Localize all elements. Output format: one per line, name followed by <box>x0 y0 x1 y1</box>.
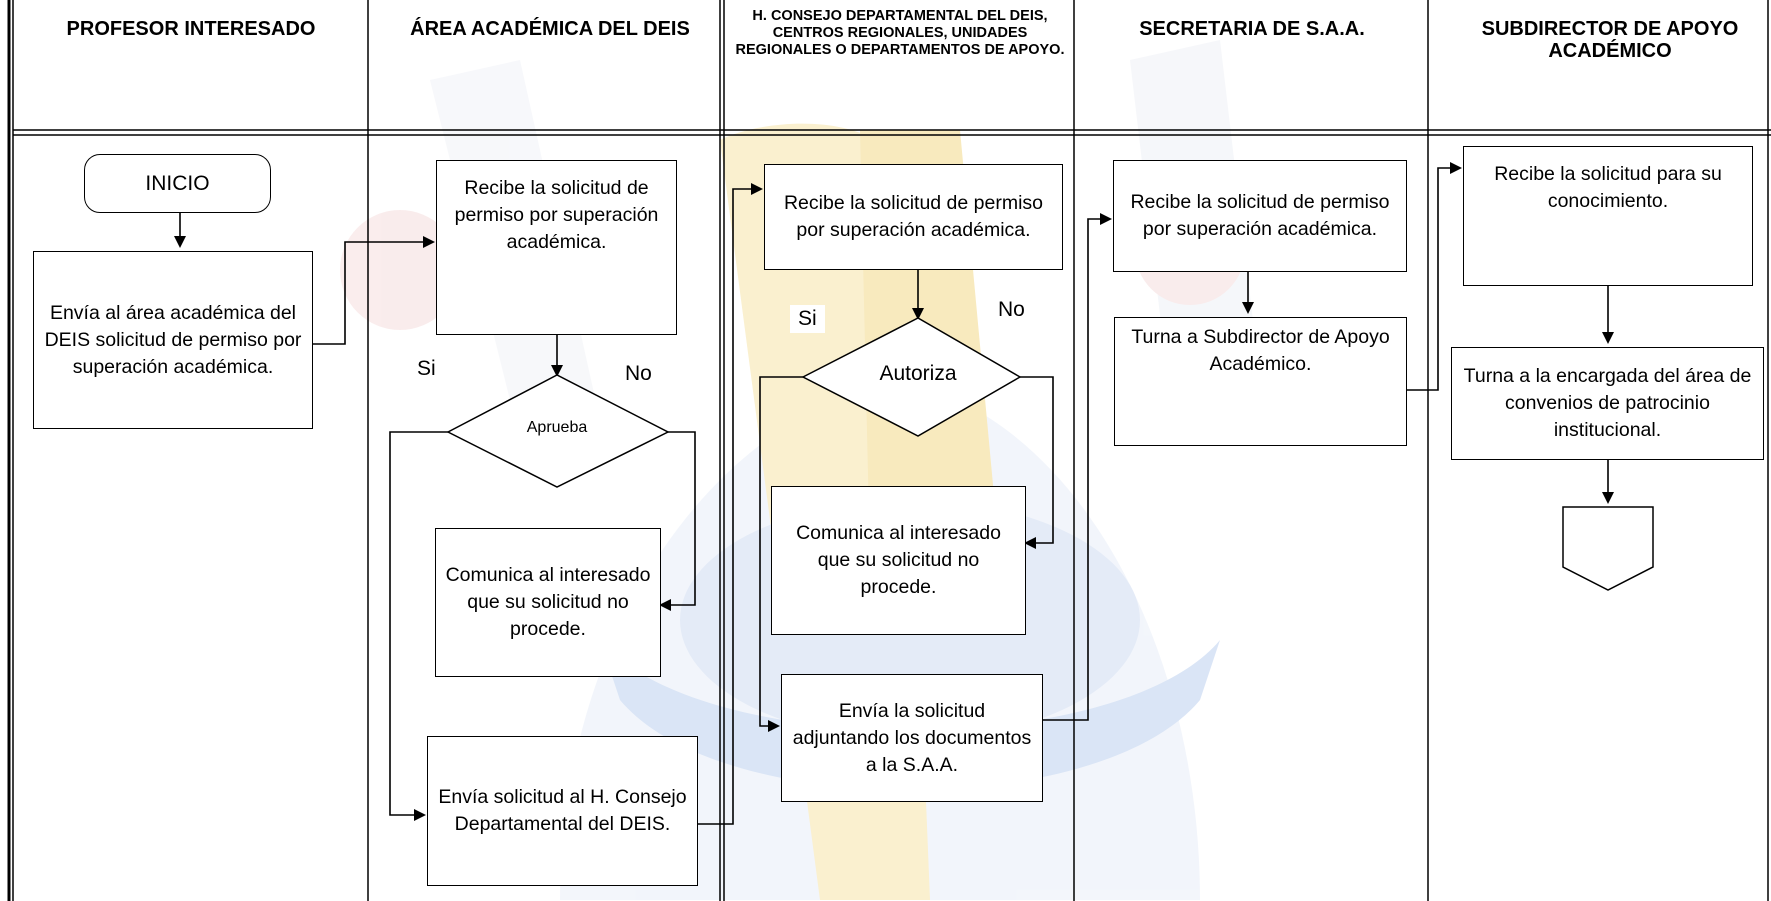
sub-turna-node: Turna a la encargada del área de conveni… <box>1451 347 1764 460</box>
area-envia-node: Envía solicitud al H. Consejo Departamen… <box>427 736 698 886</box>
decision-aprueba-label: Aprueba <box>526 419 588 436</box>
saa-recibe-node: Recibe la solicitud de permiso por super… <box>1113 160 1407 272</box>
decision-autoriza-label: Autoriza <box>879 362 957 385</box>
consejo-envia-node: Envía la solicitud adjuntando los docume… <box>781 674 1043 802</box>
prof-envia-node: Envía al área académica del DEIS solicit… <box>33 251 313 429</box>
decision-aprueba-shape <box>446 374 670 488</box>
lane-header-area-academica: ÁREA ACADÉMICA DEL DEIS <box>410 18 690 40</box>
consejo-no-label: No <box>990 296 1033 324</box>
consejo-yes-label: Si <box>790 305 825 333</box>
area-recibe-node: Recibe la solicitud de permiso por super… <box>436 160 677 335</box>
start-node: INICIO <box>84 154 271 213</box>
lane-header-subdirector: SUBDIRECTOR DE APOYO ACADÉMICO <box>1481 18 1739 62</box>
consejo-comunica-node: Comunica al interesado que su solicitud … <box>771 486 1026 635</box>
saa-turna-node: Turna a Subdirector de Apoyo Académico. <box>1114 317 1407 446</box>
offpage-connector-shape <box>1562 506 1654 591</box>
sub-recibe-node: Recibe la solicitud para su conocimiento… <box>1463 146 1753 286</box>
lane-header-secretaria: SECRETARIA DE S.A.A. <box>1139 18 1365 40</box>
area-comunica-node: Comunica al interesado que su solicitud … <box>435 528 661 677</box>
decision-autoriza-shape <box>801 317 1022 437</box>
consejo-recibe-node: Recibe la solicitud de permiso por super… <box>764 164 1063 270</box>
area-no-label: No <box>617 360 660 388</box>
lane-header-profesor: PROFESOR INTERESADO <box>66 18 316 40</box>
lane-header-consejo: H. CONSEJO DEPARTAMENTAL DEL DEIS, CENTR… <box>735 8 1065 58</box>
area-yes-label: Si <box>409 355 444 383</box>
